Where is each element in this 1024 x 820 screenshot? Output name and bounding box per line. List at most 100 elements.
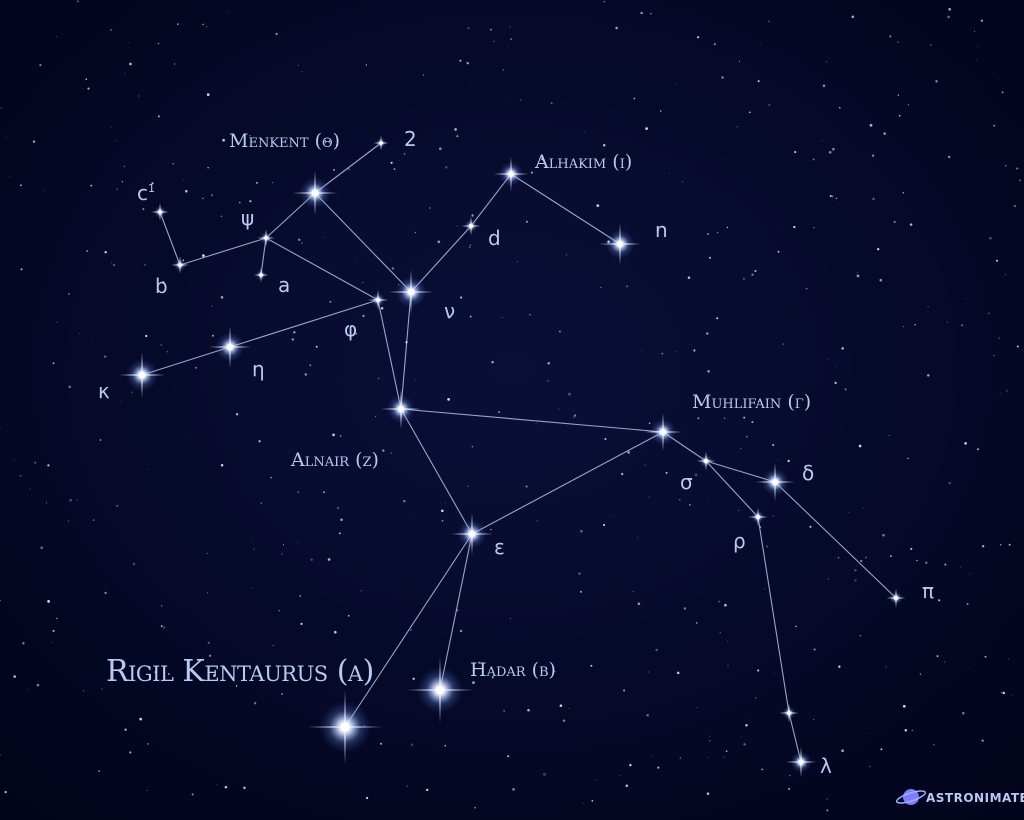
background-star (627, 451, 631, 454)
background-star (336, 506, 340, 510)
background-star (493, 40, 495, 42)
background-star (426, 788, 429, 792)
background-star (755, 697, 757, 699)
background-star (687, 276, 691, 279)
background-star (206, 93, 210, 96)
background-star (868, 765, 871, 768)
background-star (602, 143, 606, 147)
background-star (79, 333, 81, 335)
background-star (927, 374, 930, 377)
background-star (541, 157, 544, 161)
background-star (510, 38, 512, 40)
background-star (1008, 543, 1011, 546)
background-star (503, 709, 506, 712)
background-star (130, 391, 133, 394)
background-star (933, 744, 935, 746)
background-star (347, 614, 350, 617)
star-n (599, 223, 641, 265)
background-star (310, 558, 313, 561)
background-star (696, 707, 698, 708)
background-star (162, 626, 166, 629)
background-star (454, 128, 457, 131)
line-psi-a (260, 237, 267, 276)
background-star (697, 417, 700, 420)
background-star (902, 704, 906, 708)
background-star (558, 330, 561, 333)
background-star (656, 228, 660, 232)
star-epsilon (451, 513, 493, 555)
background-star (632, 591, 634, 593)
background-star (160, 344, 163, 346)
background-star (253, 702, 257, 705)
label-a: a (278, 273, 290, 297)
background-star (872, 440, 873, 442)
background-star (826, 798, 828, 800)
background-star (697, 36, 700, 39)
background-star (623, 689, 626, 692)
background-star (327, 558, 331, 561)
background-star (694, 473, 698, 477)
background-star (659, 110, 662, 112)
background-star (944, 563, 947, 566)
background-star (92, 519, 95, 521)
background-star (202, 197, 204, 200)
background-star (491, 361, 494, 364)
background-star (793, 225, 796, 229)
background-star (938, 599, 941, 602)
background-star (498, 411, 500, 413)
background-star (813, 227, 815, 229)
background-star (1002, 691, 1006, 695)
background-star (748, 111, 751, 114)
background-star (441, 519, 444, 522)
background-star (935, 80, 938, 83)
background-star (547, 379, 550, 382)
background-star (709, 740, 711, 742)
background-star (727, 664, 729, 667)
background-star (22, 642, 25, 645)
background-star (90, 337, 92, 339)
background-star (83, 81, 85, 83)
label-gamma: Muhlifain (γ) (692, 391, 811, 413)
background-star (944, 661, 945, 663)
background-star (1005, 165, 1007, 167)
background-star (679, 499, 681, 501)
background-star (335, 144, 338, 146)
background-star (706, 792, 710, 795)
background-star (333, 630, 337, 634)
background-star (742, 277, 746, 281)
background-star (977, 45, 979, 47)
background-star (85, 78, 88, 80)
background-star (789, 774, 791, 777)
background-star (162, 280, 165, 284)
star-two (373, 135, 389, 151)
background-star (1006, 390, 1008, 392)
background-star (689, 504, 691, 506)
background-star (848, 512, 850, 514)
background-star (56, 617, 58, 620)
background-star (52, 362, 55, 365)
background-star (862, 507, 864, 509)
background-star (774, 673, 775, 674)
background-star (906, 457, 908, 459)
background-star (902, 326, 904, 328)
background-star (525, 485, 528, 488)
background-star (782, 343, 784, 345)
background-star (547, 362, 550, 365)
background-star (501, 316, 503, 318)
background-star (471, 446, 473, 448)
background-star (297, 542, 299, 544)
background-star (621, 472, 624, 476)
background-star (157, 42, 160, 45)
background-star (183, 178, 185, 180)
background-star (665, 471, 668, 474)
star-iota (493, 156, 529, 192)
background-star (615, 26, 618, 30)
background-star (726, 226, 729, 229)
background-star (609, 516, 611, 517)
background-star (68, 293, 70, 295)
background-star (414, 379, 416, 381)
line-nu-zeta (400, 291, 412, 410)
background-star (828, 150, 832, 154)
line-delta-pi (774, 481, 897, 599)
